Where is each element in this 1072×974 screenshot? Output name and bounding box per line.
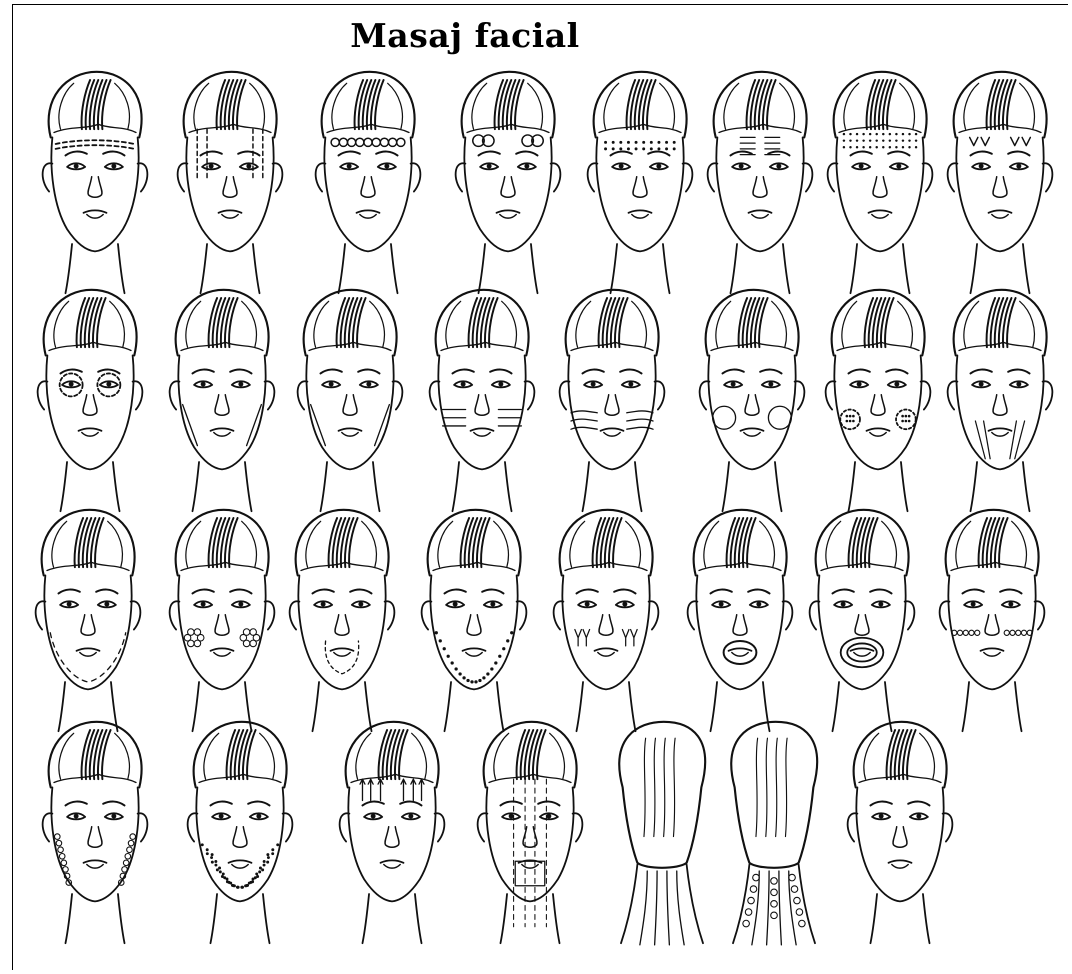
face-figure-r4-c3 <box>340 722 445 943</box>
face-figure-r3-c2 <box>170 510 275 731</box>
face-figure-r1-c7 <box>828 72 933 293</box>
face-figure-r2-c8 <box>948 290 1053 511</box>
face-figure-r2-c5 <box>560 290 665 511</box>
face-figure-r3-c6 <box>688 510 793 731</box>
face-figure-r2-c3 <box>298 290 403 511</box>
face-figure-r4-c1 <box>43 722 148 943</box>
face-figure-r1-c4 <box>456 72 561 293</box>
face-figure-r1-c5 <box>588 72 693 293</box>
face-figure-r4-c6 <box>731 722 817 945</box>
face-figure-r3-c7 <box>810 510 915 731</box>
face-figure-r1-c6 <box>708 72 813 293</box>
face-figure-r3-c1 <box>36 510 141 731</box>
face-figure-r3-c8 <box>940 510 1045 731</box>
face-figure-r2-c6 <box>700 290 805 511</box>
face-figure-r3-c3 <box>290 510 395 731</box>
face-figure-r4-c2 <box>188 722 293 943</box>
face-figure-r1-c3 <box>316 72 421 293</box>
face-figure-r4-c4 <box>478 722 583 943</box>
face-figure-r2-c1 <box>38 290 143 511</box>
face-figure-r3-c4 <box>422 510 527 731</box>
face-figure-r4-c7 <box>848 722 953 943</box>
face-figure-r3-c5 <box>554 510 659 731</box>
face-figure-r1-c1 <box>43 72 148 293</box>
face-figure-r2-c7 <box>826 290 931 511</box>
face-figure-r1-c2 <box>178 72 283 293</box>
face-figure-r1-c8 <box>948 72 1053 293</box>
face-figure-r2-c2 <box>170 290 275 511</box>
face-figure-r4-c5 <box>619 722 705 945</box>
face-figure-r2-c4 <box>430 290 535 511</box>
